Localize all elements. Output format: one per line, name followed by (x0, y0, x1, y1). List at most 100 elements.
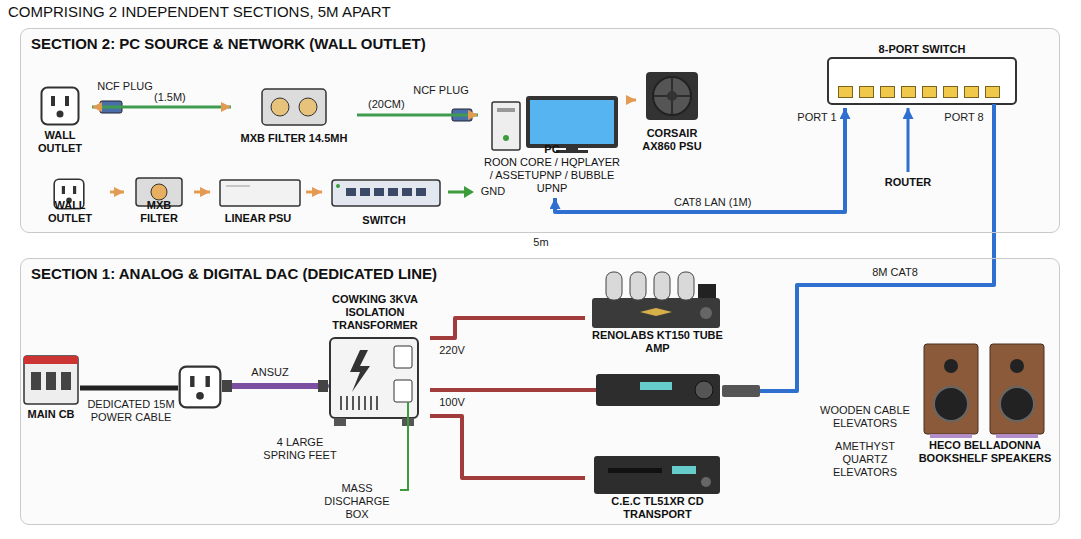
section-panel: SECTION 1: ANALOG & DIGITAL DAC (DEDICAT… (20, 258, 1060, 525)
cd-transport-icon (594, 456, 720, 494)
callout-label: NCF PLUG (412, 84, 470, 97)
isolation-transformer-icon (350, 350, 370, 392)
tube-amp-icon (606, 272, 622, 300)
isolation-transformer-icon (334, 418, 346, 426)
switch-box: SWITCH (322, 176, 446, 230)
callout-label: PORT 8 (940, 111, 988, 124)
callout-label: 8M CAT8 (862, 266, 928, 279)
ansuz-cable (222, 380, 232, 392)
main-breaker-icon (46, 372, 56, 390)
linear-psu-icon (226, 186, 250, 187)
ground-arrow (448, 191, 466, 194)
cd-transport-icon (701, 477, 711, 487)
connector (357, 114, 478, 117)
callout-label: AMETHYST QUARTZ ELEVATORS (816, 440, 914, 479)
dac-icon (640, 382, 672, 390)
corsair-psu-icon (667, 91, 677, 101)
device-name: RENOLABS KT150 TUBE AMP (588, 329, 727, 355)
tube-amp-icon (698, 284, 716, 298)
callout-label: WOODEN CABLE ELEVATORS (816, 404, 914, 430)
psu-box: LINEAR PSU (210, 176, 306, 228)
connector (194, 191, 210, 194)
filter-box: MXB FILTER (124, 174, 194, 228)
ground-wire (400, 402, 408, 490)
isolation-transformer-icon (330, 338, 418, 418)
dac-icon (596, 374, 720, 406)
ground-arrow (448, 186, 474, 198)
cd-transport-box: C.E.C TL51XR CD TRANSPORT (585, 452, 730, 524)
dedicated-power-cable (80, 388, 178, 389)
breaker-box: MAIN CB (20, 352, 82, 424)
device-name: MAIN CB (27, 408, 74, 421)
connector-label: (1.5M) (152, 91, 188, 104)
section-heading: SECTION 2: PC SOURCE & NETWORK (WALL OUT… (31, 35, 426, 53)
mxb-filter-icon (262, 89, 326, 125)
device-name: MXB FILTER (127, 199, 191, 225)
speaker-box: HECO BELLADONNA BOOKSHELF SPEAKERS (912, 340, 1058, 468)
monitor-icon (526, 96, 618, 153)
section-panel: SECTION 2: PC SOURCE & NETWORK (WALL OUT… (20, 28, 1060, 233)
transformer-box: COWKING 3KVA ISOLATION TRANSFORMER (320, 290, 430, 430)
connector-label: CAT8 LAN (1M) (672, 196, 753, 209)
callout-label: PORT 1 (794, 111, 840, 124)
linear-psu-icon (220, 180, 300, 206)
main-breaker-icon (31, 372, 41, 390)
cat8-cable-to-dac (722, 385, 760, 397)
network-switch-icon (346, 188, 430, 196)
connector (907, 108, 910, 172)
speaker-icon (1010, 359, 1024, 373)
isolation-transformer-icon (340, 396, 380, 410)
tube-amp-icon (592, 272, 720, 328)
mxb-filter-icon (299, 98, 317, 116)
connector (306, 191, 322, 194)
monitor-icon (556, 150, 588, 153)
device-name: CORSAIR AX860 PSU (639, 127, 705, 153)
section-panel-fill (20, 258, 1060, 525)
connector (92, 106, 231, 109)
connector (430, 416, 585, 478)
router-label: ROUTER (872, 172, 944, 192)
eight-port-switch-icon (828, 58, 1016, 104)
dac-power-cable (430, 388, 596, 392)
wall-outlet: WALL OUTLET (30, 176, 110, 228)
device-name: MXB FILTER 14.5MH (241, 132, 348, 145)
cd-transport-icon (608, 468, 662, 473)
ansuz-cable (226, 383, 326, 389)
tube-amp-icon (630, 272, 646, 300)
isolation-transformer-icon (394, 380, 412, 402)
pc-tower-icon (492, 102, 520, 150)
main-breaker-icon (24, 356, 78, 404)
monitor-icon (530, 100, 614, 144)
device-name: WALL OUTLET (33, 199, 107, 225)
callout-label: GND (477, 185, 509, 198)
tube-amp-icon (654, 272, 670, 300)
wall-outlet-icon (180, 367, 221, 408)
main-breaker-icon (24, 356, 78, 404)
speaker-icon (924, 344, 1044, 438)
wall-outlet-icon (42, 88, 79, 125)
corsair-psu-icon (646, 72, 698, 120)
psu-box: CORSAIR AX860 PSU (636, 68, 708, 156)
cd-transport-icon (672, 466, 696, 474)
device-name: LINEAR PSU (225, 212, 292, 225)
page-title: COMPRISING 2 INDEPENDENT SECTIONS, 5M AP… (8, 3, 391, 21)
device-name: PC (544, 143, 559, 156)
speaker-icon (924, 344, 978, 434)
cd-transport-icon (594, 456, 720, 494)
ansuz-cable (318, 380, 328, 392)
ansuz-cable (222, 380, 328, 392)
dac-icon (695, 381, 713, 399)
dac-power-cable (430, 390, 596, 391)
tube-amp-icon (592, 298, 720, 328)
main-breaker-icon (24, 356, 78, 364)
speaker-icon (996, 434, 1038, 438)
section-panel-fill (20, 28, 1060, 233)
callout-label: DEDICATED 15M POWER CABLE (86, 398, 176, 424)
connector (430, 318, 585, 338)
pc-tower-icon (492, 102, 520, 150)
device-name: WALL OUTLET (31, 129, 89, 155)
network-switch-icon (332, 180, 440, 206)
speaker-icon (944, 359, 958, 373)
linear-psu-icon (220, 180, 300, 206)
